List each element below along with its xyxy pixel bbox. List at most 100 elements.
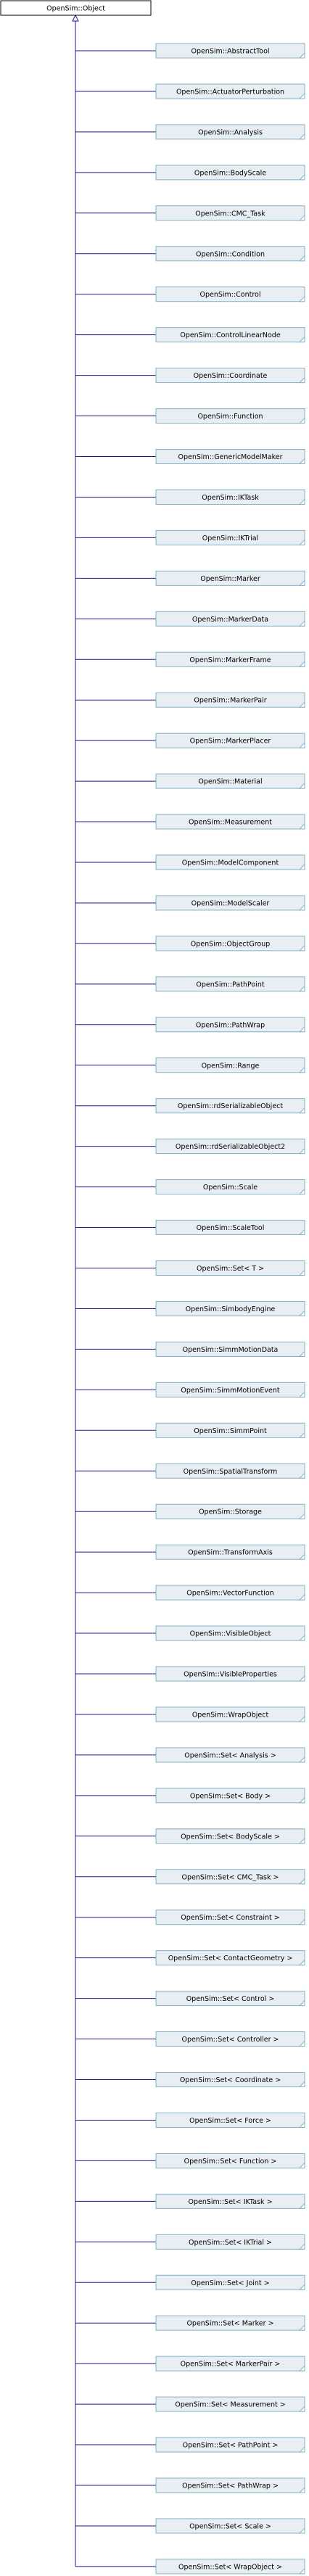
class-node[interactable]: OpenSim::Set< PathPoint >	[155, 2437, 305, 2453]
class-node[interactable]: OpenSim::Set< Function >	[155, 2152, 305, 2168]
class-node-label: OpenSim::SimmPoint	[194, 1427, 267, 1435]
corner-fold-icon	[298, 2243, 305, 2250]
class-node[interactable]: OpenSim::WrapObject	[155, 1706, 305, 1722]
class-node[interactable]: OpenSim::Scale	[155, 1179, 305, 1195]
class-node-label: OpenSim::Set< ContactGeometry >	[168, 1954, 293, 1962]
class-node[interactable]: OpenSim::MarkerFrame	[155, 651, 305, 667]
class-node[interactable]: OpenSim::Set< Measurement >	[155, 2396, 305, 2412]
corner-fold-icon	[298, 1147, 305, 1155]
class-node[interactable]: OpenSim::SimmMotionEvent	[155, 1382, 305, 1398]
class-node[interactable]: OpenSim::Set< ContactGeometry >	[155, 1950, 305, 1966]
corner-fold-icon	[298, 1999, 305, 2007]
class-node[interactable]: OpenSim::SimmPoint	[155, 1422, 305, 1438]
class-node[interactable]: OpenSim::Set< Joint >	[155, 2274, 305, 2290]
class-node[interactable]: OpenSim::BodyScale	[155, 165, 305, 181]
class-node[interactable]: OpenSim::Set< BodyScale >	[155, 1828, 305, 1844]
class-node[interactable]: OpenSim::GenericModelMaker	[155, 449, 305, 464]
class-node[interactable]: OpenSim::Set< Marker >	[155, 2315, 305, 2331]
class-node[interactable]: OpenSim::SimbodyEngine	[155, 1300, 305, 1316]
class-node[interactable]: OpenSim::SpatialTransform	[155, 1463, 305, 1479]
class-node[interactable]: OpenSim::Set< Analysis >	[155, 1747, 305, 1763]
class-node-label: OpenSim::Scale	[203, 1184, 258, 1192]
corner-fold-icon	[298, 904, 305, 911]
class-node[interactable]: OpenSim::ScaleTool	[155, 1220, 305, 1236]
class-node-label: OpenSim::Set< MarkerPair >	[181, 2361, 281, 2369]
class-node-label: OpenSim::SimbodyEngine	[186, 1305, 276, 1313]
class-node-label: OpenSim::Set< Joint >	[191, 2279, 269, 2287]
class-node[interactable]: OpenSim::Set< IKTrial >	[155, 2234, 305, 2250]
class-node[interactable]: OpenSim::Set< Coordinate >	[155, 2072, 305, 2087]
class-node[interactable]: OpenSim::IKTrial	[155, 529, 305, 545]
class-node[interactable]: OpenSim::MarkerPair	[155, 692, 305, 708]
corner-fold-icon	[298, 620, 305, 627]
class-node-label: OpenSim::Set< CMC_Task >	[182, 1873, 279, 1881]
class-node[interactable]: OpenSim::rdSerializableObject2	[155, 1139, 305, 1155]
class-node-label: OpenSim::Set< Measurement >	[175, 2401, 285, 2409]
class-node[interactable]: OpenSim::SimmMotionData	[155, 1341, 305, 1357]
class-node[interactable]: OpenSim::rdSerializableObject	[155, 1098, 305, 1114]
class-node[interactable]: OpenSim::IKTask	[155, 489, 305, 505]
corner-fold-icon	[298, 376, 305, 384]
class-node[interactable]: OpenSim::Coordinate	[155, 368, 305, 384]
corner-fold-icon	[298, 255, 305, 262]
root-node-label: OpenSim::Object	[46, 5, 105, 13]
class-node[interactable]: OpenSim::AbstractTool	[155, 43, 305, 59]
class-node-label: OpenSim::Set< WrapObject >	[178, 2563, 282, 2571]
class-node[interactable]: OpenSim::MarkerPlacer	[155, 732, 305, 748]
class-node[interactable]: OpenSim::Set< Body >	[155, 1788, 305, 1804]
class-node[interactable]: OpenSim::Function	[155, 408, 305, 424]
corner-fold-icon	[298, 1432, 305, 1438]
inheritance-arrowhead	[72, 14, 79, 22]
class-node-label: OpenSim::Material	[198, 778, 262, 786]
class-node[interactable]: OpenSim::ModelComponent	[155, 854, 305, 870]
class-node-label: OpenSim::MarkerData	[192, 616, 268, 624]
class-node[interactable]: OpenSim::Set< IKTask >	[155, 2193, 305, 2209]
class-node[interactable]: OpenSim::Marker	[155, 570, 305, 586]
class-node[interactable]: OpenSim::Measurement	[155, 814, 305, 830]
class-node-label: OpenSim::BodyScale	[194, 169, 266, 177]
root-node[interactable]: OpenSim::Object	[0, 0, 152, 16]
corner-fold-icon	[298, 539, 305, 545]
corner-fold-icon	[298, 1593, 305, 1601]
class-node-label: OpenSim::Set< Constraint >	[181, 1914, 280, 1922]
class-node[interactable]: OpenSim::VectorFunction	[155, 1585, 305, 1601]
class-node[interactable]: OpenSim::Set< CMC_Task >	[155, 1869, 305, 1885]
class-node[interactable]: OpenSim::Range	[155, 1057, 305, 1073]
class-node[interactable]: OpenSim::Set< MarkerPair >	[155, 2356, 305, 2371]
class-node[interactable]: OpenSim::Set< WrapObject >	[155, 2559, 305, 2575]
class-node[interactable]: OpenSim::Set< Constraint >	[155, 1910, 305, 1925]
class-node-label: OpenSim::Set< Marker >	[186, 2320, 273, 2328]
class-node-label: OpenSim::IKTask	[202, 494, 259, 502]
corner-fold-icon	[298, 2445, 305, 2453]
corner-fold-icon	[298, 2486, 305, 2493]
class-node[interactable]: OpenSim::Storage	[155, 1503, 305, 1519]
class-node[interactable]: OpenSim::Set< PathWrap >	[155, 2477, 305, 2493]
class-node[interactable]: OpenSim::MarkerData	[155, 611, 305, 627]
class-node[interactable]: OpenSim::Set< T >	[155, 1260, 305, 1276]
class-node-label: OpenSim::Set< Controller >	[182, 2036, 279, 2044]
class-node[interactable]: OpenSim::Set< Controller >	[155, 2031, 305, 2047]
class-node-label: OpenSim::AbstractTool	[191, 48, 269, 56]
class-node[interactable]: OpenSim::ActuatorPerturbation	[155, 83, 305, 99]
corner-fold-icon	[298, 579, 305, 586]
class-node[interactable]: OpenSim::CMC_Task	[155, 205, 305, 221]
corner-fold-icon	[298, 458, 305, 464]
corner-fold-icon	[298, 1188, 305, 1195]
class-node[interactable]: OpenSim::VisibleProperties	[155, 1666, 305, 1682]
class-node[interactable]: OpenSim::ModelScaler	[155, 895, 305, 911]
class-node-label: OpenSim::ActuatorPerturbation	[176, 88, 284, 96]
class-node[interactable]: OpenSim::Analysis	[155, 124, 305, 140]
class-node[interactable]: OpenSim::ObjectGroup	[155, 936, 305, 951]
class-node[interactable]: OpenSim::Set< Force >	[155, 2112, 305, 2128]
class-node[interactable]: OpenSim::Material	[155, 773, 305, 789]
class-node[interactable]: OpenSim::Set< Scale >	[155, 2518, 305, 2534]
class-node[interactable]: OpenSim::TransformAxis	[155, 1544, 305, 1560]
class-node[interactable]: OpenSim::ControlLinearNode	[155, 327, 305, 343]
class-node[interactable]: OpenSim::Control	[155, 286, 305, 302]
class-node[interactable]: OpenSim::VisibleObject	[155, 1625, 305, 1641]
class-node[interactable]: OpenSim::Set< Control >	[155, 1991, 305, 2007]
class-node[interactable]: OpenSim::Condition	[155, 246, 305, 262]
class-node[interactable]: OpenSim::PathWrap	[155, 1017, 305, 1033]
class-node[interactable]: OpenSim::PathPoint	[155, 976, 305, 992]
